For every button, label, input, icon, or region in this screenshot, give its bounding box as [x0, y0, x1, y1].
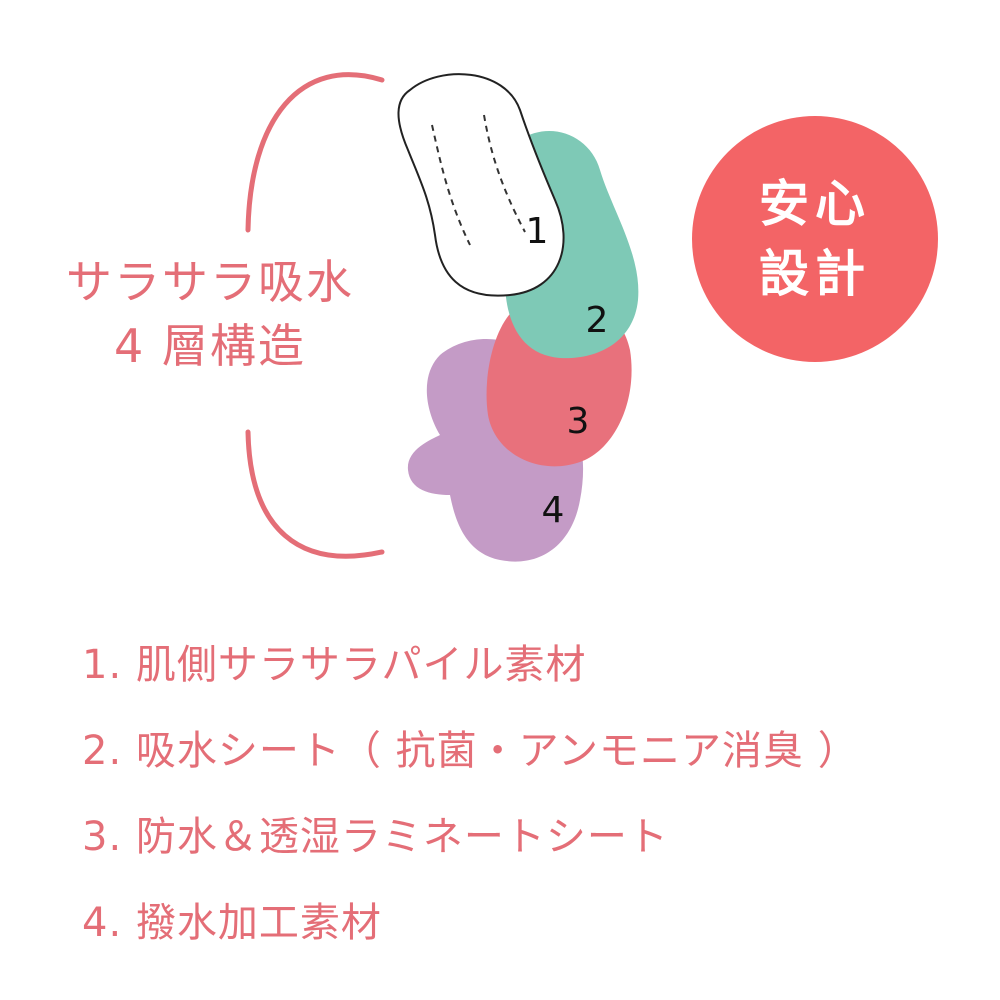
layer-1-stitch-right	[483, 114, 526, 233]
layer-3-number: 3	[567, 401, 590, 442]
list-item-layer-2: 2. 吸水シート（ 抗菌・アンモニア消臭 ）	[82, 728, 859, 774]
list-item-layer-1: 1. 肌側サラサラパイル素材	[82, 642, 587, 688]
badge-line-2: 設計	[759, 245, 871, 303]
layer-1-shape	[397, 73, 565, 297]
safety-badge: 安心 設計	[692, 116, 938, 362]
layer-list: 1. 肌側サラサラパイル素材 2. 吸水シート（ 抗菌・アンモニア消臭 ） 3.…	[82, 630, 982, 974]
list-item-layer-4: 4. 撥水加工素材	[82, 900, 382, 946]
layer-illustration: 1 2 3 4	[245, 72, 639, 562]
layer-1-stitch-left	[431, 124, 471, 246]
list-item-layer-3: 3. 防水＆透湿ラミネートシート	[82, 814, 669, 860]
bracket-top-arc	[245, 72, 385, 233]
layer-diagram: 1 2 3 4 サラサラ吸水 4 層構造 安心 設計	[40, 72, 938, 562]
layer-1-number: 1	[526, 211, 549, 252]
bracket-bottom-arc	[245, 429, 385, 559]
heading-line-1: サラサラ吸水	[66, 255, 354, 309]
layer-2-number: 2	[586, 300, 609, 341]
structure-heading: サラサラ吸水 4 層構造	[40, 250, 380, 378]
badge-line-1: 安心	[759, 175, 871, 233]
heading-line-2: 4 層構造	[114, 319, 306, 373]
layer-4-number: 4	[542, 490, 565, 531]
